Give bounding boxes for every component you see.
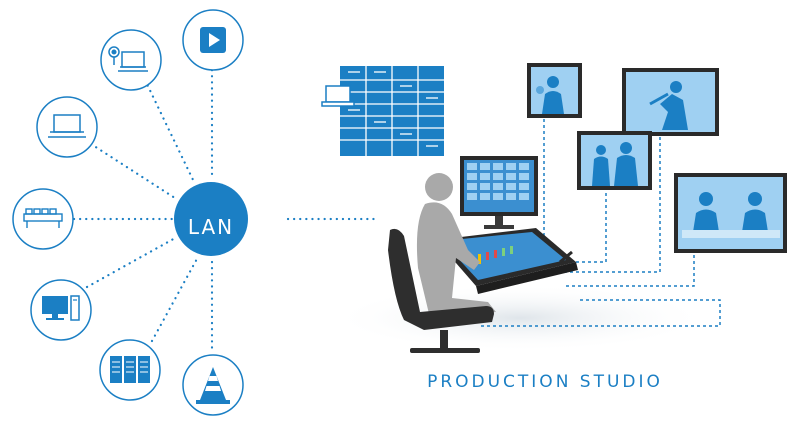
device-circle-vlc-player <box>182 354 244 416</box>
wall-monitor-2 <box>622 68 719 136</box>
production-studio-label: PRODUCTION STUDIO <box>427 372 663 392</box>
lan-hub <box>174 182 248 256</box>
office-chair <box>388 228 494 353</box>
device-circle-media-player <box>182 9 244 71</box>
traffic-cone-icon <box>196 367 230 404</box>
laptop-icon <box>48 114 86 138</box>
device-circle-laptop <box>36 96 98 158</box>
switch-icon <box>23 208 63 228</box>
server-icon <box>110 356 150 383</box>
lan-label: LAN <box>187 215 235 239</box>
wall-monitor-3 <box>577 131 652 190</box>
device-circle-server-rack <box>99 339 161 401</box>
monitor-feeds <box>480 118 721 327</box>
operator-figure <box>416 173 496 318</box>
play-icon <box>200 27 226 53</box>
floor-shadow <box>330 284 710 352</box>
wall-monitor-4 <box>674 173 787 253</box>
laptop-icon <box>321 85 355 107</box>
device-circle-webcam-laptop <box>100 29 162 91</box>
device-circle-desktop-computer <box>30 279 92 341</box>
desktop-icon <box>42 295 80 321</box>
desk-monitor <box>460 156 538 229</box>
device-circle-network-switch <box>12 188 74 250</box>
webcam-laptop-icon <box>108 46 148 72</box>
wall-monitor-1 <box>527 63 582 118</box>
hub-connectors <box>72 62 380 354</box>
storage-grid <box>321 66 444 156</box>
